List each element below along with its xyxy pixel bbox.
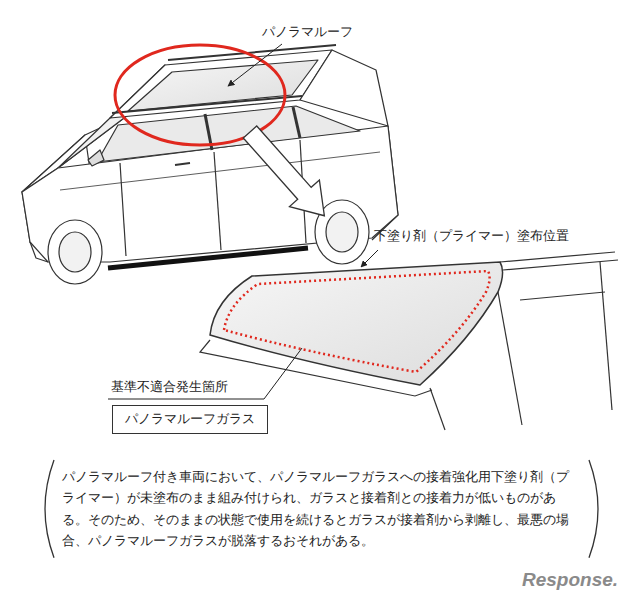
box-heading: 基準不適合発生箇所 xyxy=(111,379,228,396)
part-label: 下塗り剤（プライマー）塗布位置 xyxy=(374,228,569,245)
node-text: パノラマルーフ付き車両において、パノラマルーフガラスへの接着強化用下塗り剤（プラ… xyxy=(62,466,581,552)
bracket-line xyxy=(589,460,598,558)
part-box: 基準不適合発生箇所パノラマルーフガラス xyxy=(112,405,268,434)
part-label: パノラマルーフ xyxy=(262,24,353,41)
node-text: パノラマルーフガラス xyxy=(125,411,255,428)
note-panel: パノラマルーフ付き車両において、パノラマルーフガラスへの接着強化用下塗り剤（プラ… xyxy=(38,458,605,560)
bracket-line xyxy=(45,460,54,558)
watermark: Response. xyxy=(522,568,618,593)
